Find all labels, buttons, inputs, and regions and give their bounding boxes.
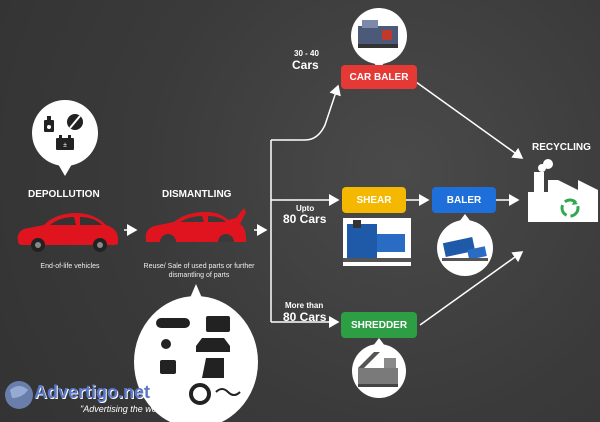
car-baler-capacity: Cars [292, 58, 319, 72]
shear-button: SHEAR [342, 187, 406, 213]
used-parts-bubble [134, 284, 258, 422]
filter-icon [160, 360, 176, 374]
cables-icon [215, 388, 241, 396]
dismantling-label: DISMANTLING [162, 189, 232, 200]
engine-icon [206, 316, 230, 332]
depollution-bubble: ± [32, 100, 98, 176]
end-of-life-caption: End-of-life vehicles [40, 263, 100, 270]
arrow-to-car-baler [271, 84, 341, 141]
dismantled-car-image [145, 208, 246, 242]
car-baler-button: CAR BALER [341, 65, 417, 89]
battery-icon: ± [56, 135, 74, 150]
recycling-plant-image [528, 159, 598, 222]
mirror-icon [161, 339, 171, 349]
depollution-label: DEPOLLUTION [28, 189, 100, 200]
shear-capacity-small: Upto [296, 204, 315, 213]
svg-text:±: ± [63, 142, 67, 149]
recycle-icon [560, 198, 580, 218]
baler-bubble [437, 214, 493, 276]
advertigo-globe-icon [5, 381, 33, 409]
end-of-life-car-image [17, 213, 119, 252]
car-baler-machine-icon [358, 20, 398, 48]
shredder-capacity-small: More than [285, 301, 324, 310]
car-baler-capacity-small: 30 - 40 [294, 49, 319, 58]
shredder-bubble [352, 338, 406, 398]
shredder-machine-icon [358, 352, 398, 387]
shear-capacity: 80 Cars [283, 212, 327, 226]
shredder-capacity: 80 Cars [283, 310, 327, 324]
baler-machine-icon [442, 237, 488, 261]
advertigo-tagline: "Advertising the world" [80, 404, 170, 414]
arrow-car-baler-recycling [415, 81, 524, 159]
shredder-button: SHREDDER [341, 312, 417, 338]
arrow-shredder-recycling [419, 251, 524, 326]
recycling-label: RECYCLING [532, 142, 591, 153]
tire-icon [189, 383, 211, 405]
door-icon [202, 358, 224, 378]
reuse-caption: Reuse/ Sale of used parts or further dis… [143, 263, 255, 279]
airbag-icon [67, 114, 83, 130]
shear-machine-image [343, 218, 411, 266]
oil-can-icon [44, 116, 54, 132]
advertigo-brand: Advertigo.net [34, 382, 151, 402]
car-body-icon [196, 338, 230, 352]
car-baler-bubble [351, 8, 407, 69]
baler-button: BALER [432, 187, 496, 213]
bumper-icon [156, 318, 190, 328]
